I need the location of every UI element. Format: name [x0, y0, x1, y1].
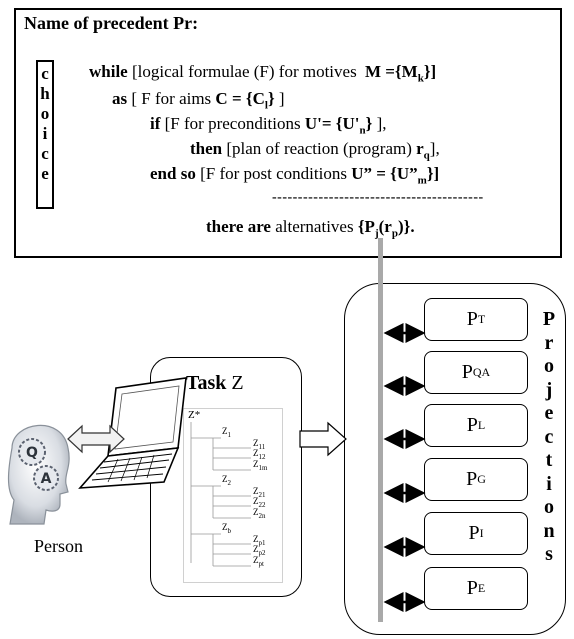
endso-line: end so [F for post conditions U” = {U”m}…	[150, 164, 439, 186]
if-formula-end: }	[365, 114, 373, 133]
there-are-text: alternatives	[275, 217, 354, 236]
endso-formula: U” = {U”	[351, 164, 418, 183]
if-formula: U'= {U'	[304, 114, 360, 133]
while-formula: M ={M	[364, 62, 418, 81]
there-formula-end: )}.	[397, 217, 415, 236]
if-formula-sub: n	[359, 124, 366, 137]
there-are-keyword: there are	[206, 217, 271, 236]
then-end: ],	[429, 139, 440, 158]
while-line: while [logical formulae (F) for motives …	[89, 62, 436, 84]
as-formula-end: }	[267, 89, 275, 108]
precedent-title: Name of precedent Pr:	[24, 13, 199, 33]
while-formula-sub: k	[417, 72, 424, 85]
head-letter-q: Q	[26, 445, 38, 461]
choice-letter: i	[42, 124, 48, 143]
tree-leaf-label: Z2n	[253, 507, 266, 520]
task-tree-lines	[190, 422, 251, 567]
projections-letter: t	[545, 449, 553, 471]
projection-arrows	[383, 323, 426, 612]
then-keyword: then	[190, 139, 223, 158]
tree-leaf-label: Z21	[253, 486, 266, 499]
choice-letter: h	[40, 84, 50, 103]
tree-leaf-label: Z1m	[253, 459, 268, 472]
endso-formula-sub: m	[417, 174, 427, 187]
if-text: [F for preconditions	[164, 114, 301, 133]
there-formula-sub2: p	[391, 227, 398, 240]
choice-letter: o	[40, 104, 50, 123]
person-head-icon: Q A	[7, 424, 70, 525]
if-keyword: if	[150, 114, 161, 133]
tree-root-label: Z*	[188, 409, 201, 421]
there-formula: {P	[357, 217, 375, 236]
while-keyword: while	[89, 62, 128, 81]
head-letter-a: A	[41, 471, 52, 487]
projections-letter: o	[544, 496, 554, 518]
tree-node-label: Zb	[222, 522, 231, 535]
tree-leaf-label: Z12	[253, 448, 266, 461]
projections-letter: e	[544, 402, 554, 424]
if-line: if [F for preconditions U'= {U'n} ],	[150, 114, 387, 136]
tree-leaf-label: Zp1	[253, 534, 266, 547]
projections-letter: i	[546, 472, 552, 495]
separator-dashes: ----------------------------------------…	[272, 190, 484, 205]
as-formula-sub: l	[264, 99, 268, 112]
task-to-projections-arrow	[299, 421, 347, 457]
choice-letter: c	[41, 64, 49, 83]
then-formula-sub: q	[423, 149, 430, 162]
as-text: [ F for aims	[131, 89, 212, 108]
while-formula-end: }]	[423, 62, 437, 81]
there-formula-mid: (r	[378, 217, 392, 236]
as-keyword: as	[112, 89, 128, 108]
there-are-line: there are alternatives {Pj(rp)}.	[206, 217, 415, 239]
laptop-icon	[78, 377, 187, 489]
endso-keyword: end so	[150, 164, 196, 183]
person-label: Person	[34, 536, 83, 556]
tree-leaf-label: Z22	[253, 496, 266, 509]
projections-letter: s	[545, 543, 553, 565]
projections-letter: o	[544, 355, 554, 377]
projections-panel	[344, 283, 566, 635]
if-end: ],	[376, 114, 387, 133]
projections-label: P r o j e c t i o n s	[538, 308, 560, 567]
person-laptop-arrow	[67, 424, 125, 454]
endso-formula-end: }]	[426, 164, 440, 183]
tree-leaf-label: Zpt	[253, 555, 264, 568]
while-text: [logical formulae (F) for motives	[131, 62, 357, 81]
projections-letter: c	[544, 425, 554, 448]
there-formula-sub: j	[374, 227, 379, 240]
tree-node-label: Z2	[222, 474, 231, 487]
then-text: [plan of reaction (program)	[226, 139, 412, 158]
precedent-frame	[14, 8, 562, 258]
choice-letter: e	[41, 164, 49, 183]
projections-letter: j	[545, 378, 553, 401]
task-title: Task Z	[186, 372, 244, 394]
as-line: as [ F for aims C = {Cl} ]	[112, 89, 285, 111]
as-end: ]	[278, 89, 285, 108]
then-line: then [plan of reaction (program) rq],	[190, 139, 440, 161]
connector-bar	[378, 238, 383, 622]
choice-letter: c	[41, 144, 49, 163]
then-formula: r	[416, 139, 424, 158]
tree-node-label: Z1	[222, 426, 231, 439]
choice-box: c h o i c e	[36, 60, 54, 209]
as-formula: C = {C	[215, 89, 265, 108]
projections-letter: n	[543, 519, 555, 542]
choice-letters: c h o i c e	[38, 64, 52, 184]
projections-letter: r	[544, 331, 554, 354]
tree-leaf-label: Z11	[253, 438, 266, 451]
projections-letter: P	[542, 308, 556, 330]
endso-text: [F for post conditions	[200, 164, 347, 183]
tree-leaf-label: Zp2	[253, 544, 266, 557]
